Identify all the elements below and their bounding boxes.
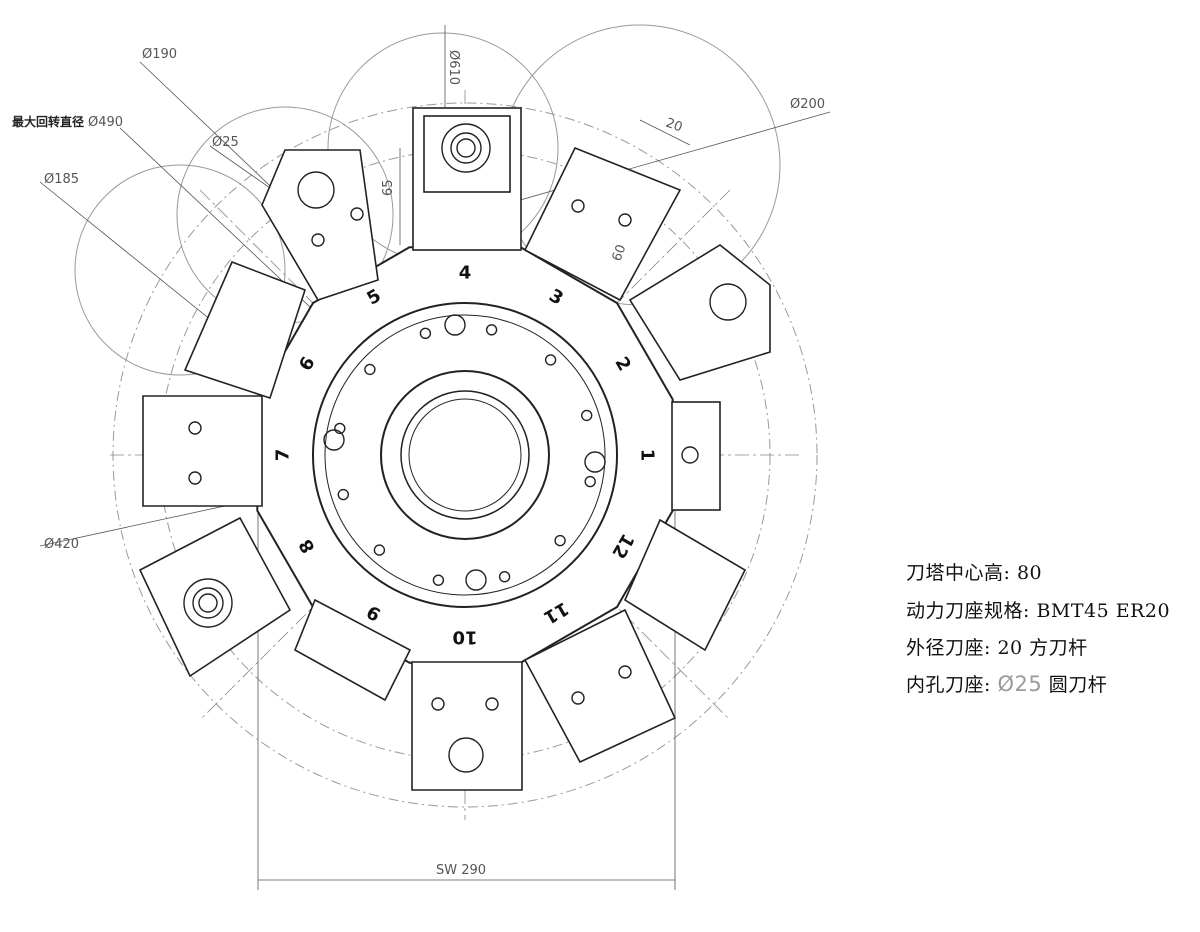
holder-5 bbox=[261, 149, 379, 301]
dim-d25: Ø25 bbox=[212, 135, 239, 150]
flange-bolt bbox=[581, 409, 593, 422]
spec-power-holder: 动力刀座规格: BMT45 ER20 bbox=[906, 600, 1171, 622]
tool-circle-6 bbox=[74, 164, 286, 376]
spec-id-holder: 内孔刀座: Ø25 圆刀杆 bbox=[906, 672, 1108, 696]
holder-1 bbox=[671, 401, 721, 511]
holder-7 bbox=[142, 395, 263, 507]
dim-d420: Ø420 bbox=[44, 537, 79, 552]
flange-bolt bbox=[364, 363, 376, 376]
holder-12 bbox=[623, 518, 747, 652]
flange-bolt bbox=[373, 544, 386, 556]
dim-h60: 60 bbox=[610, 243, 630, 264]
flange-bolt bbox=[419, 327, 432, 339]
dim-d490: Ø490 bbox=[88, 115, 123, 130]
station-number-10: 10 bbox=[452, 627, 477, 648]
holder-2 bbox=[628, 244, 771, 381]
flange-bolt bbox=[544, 354, 557, 366]
dim-d190: Ø190 bbox=[142, 47, 177, 62]
flange-bolt bbox=[498, 571, 511, 583]
flange-bolt bbox=[337, 488, 349, 501]
holder-3 bbox=[523, 146, 682, 302]
spec-od-holder: 外径刀座: 20 方刀杆 bbox=[906, 637, 1088, 659]
dim-sw: SW 290 bbox=[436, 863, 486, 878]
dim-d185: Ø185 bbox=[44, 172, 79, 187]
flange-outer bbox=[312, 302, 618, 608]
station-number-7: 7 bbox=[273, 449, 294, 462]
flange-bolt bbox=[584, 475, 596, 488]
flange-bolt bbox=[554, 534, 566, 547]
dim-d610: Ø610 bbox=[446, 50, 461, 85]
flange-bolt bbox=[485, 324, 498, 336]
station-number-1: 1 bbox=[637, 449, 658, 462]
holder-9 bbox=[293, 598, 412, 702]
holder-4 bbox=[412, 107, 522, 251]
flange-bolt bbox=[334, 422, 346, 435]
holder-10 bbox=[411, 661, 523, 791]
holder-11 bbox=[523, 608, 677, 764]
holder-6 bbox=[183, 260, 306, 400]
dim-h65: 65 bbox=[381, 179, 396, 196]
spec-center-height: 刀塔中心高: 80 bbox=[906, 562, 1043, 584]
dim-d200: Ø200 bbox=[790, 97, 825, 112]
flange-mid bbox=[324, 314, 606, 596]
flange-bolt bbox=[432, 574, 445, 586]
dim-max-swing-label: 最大回转直径 bbox=[12, 114, 84, 129]
bore-outer bbox=[380, 370, 550, 540]
station-number-4: 4 bbox=[459, 263, 472, 284]
bore-inner bbox=[400, 390, 530, 520]
turret-body bbox=[256, 246, 674, 664]
dim-w20: 20 bbox=[664, 116, 685, 136]
